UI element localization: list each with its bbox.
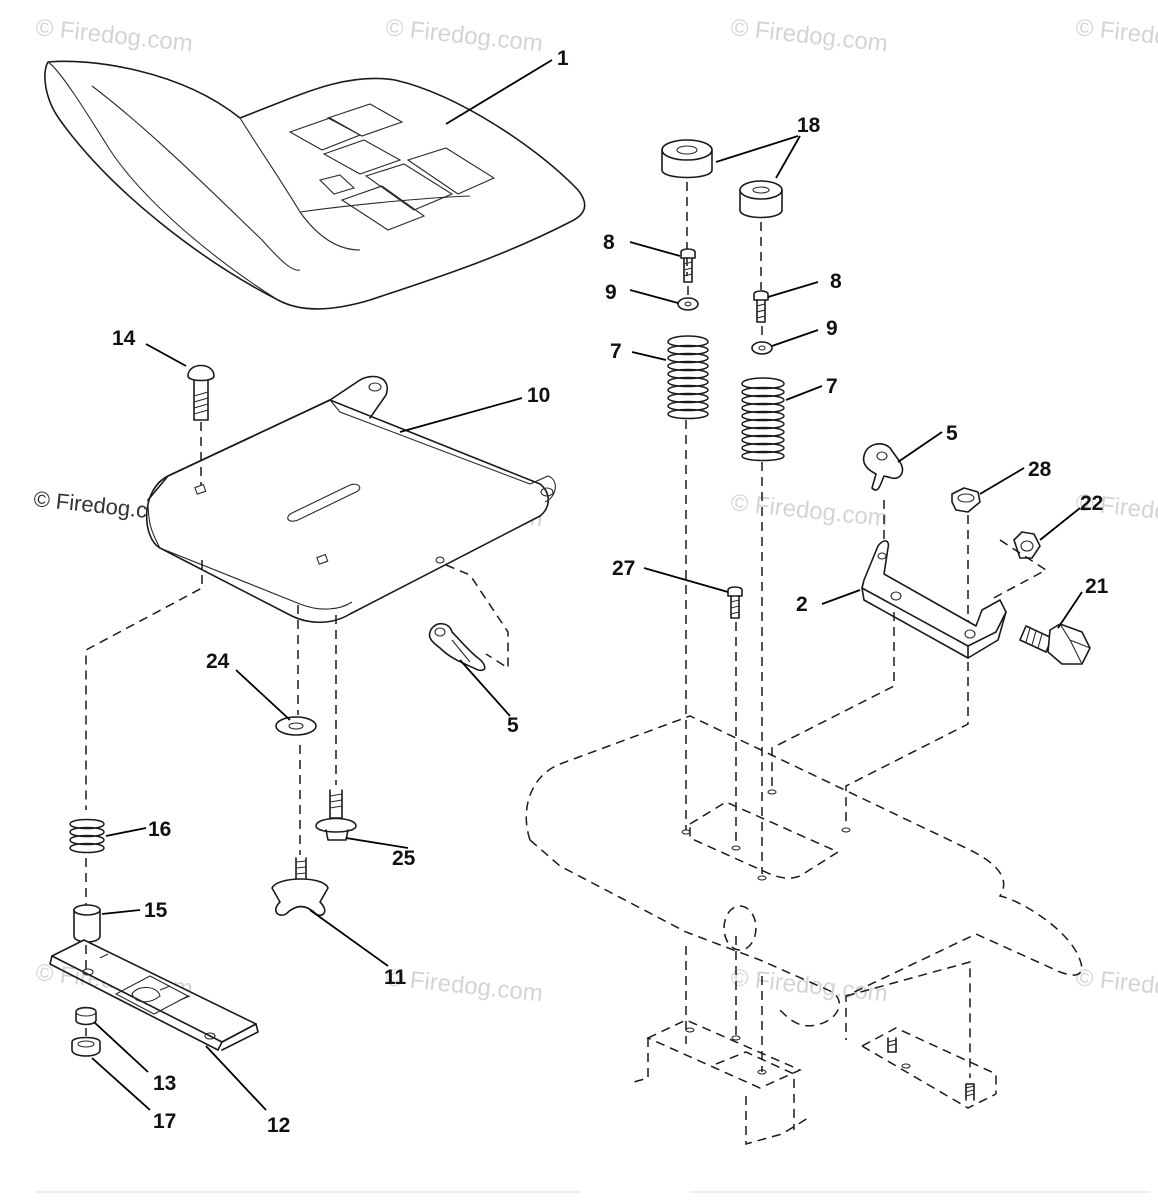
coil-spring-right bbox=[741, 377, 785, 462]
leader-line bbox=[345, 837, 409, 849]
callout-13: 13 bbox=[153, 1072, 176, 1095]
leader-line bbox=[775, 135, 801, 179]
watermark: © Firedog.com bbox=[729, 489, 889, 532]
watermark: © Firedog.com bbox=[384, 14, 544, 57]
callout-28: 28 bbox=[1028, 458, 1052, 481]
leader-line bbox=[93, 1021, 149, 1073]
leader-line bbox=[309, 909, 389, 967]
callout-12: 12 bbox=[267, 1114, 290, 1137]
callout-5-right: 5 bbox=[946, 422, 958, 445]
adjustment-knob bbox=[271, 857, 329, 917]
leader-line bbox=[1039, 507, 1081, 541]
leader-line bbox=[101, 909, 141, 915]
leader-line bbox=[1057, 591, 1083, 629]
flat-washer bbox=[275, 716, 317, 736]
leader-line bbox=[629, 289, 679, 304]
seat bbox=[44, 60, 586, 310]
washer-9-left bbox=[677, 297, 699, 311]
callout-14: 14 bbox=[112, 327, 136, 350]
callout-8-right: 8 bbox=[830, 270, 842, 293]
rubber-bumper-left bbox=[661, 139, 713, 179]
rubber-bumper-right bbox=[739, 180, 783, 219]
callout-9-left: 9 bbox=[605, 281, 617, 304]
watermark: © Firedog.com bbox=[729, 964, 889, 1007]
leader-line bbox=[785, 385, 823, 401]
lock-nut-28 bbox=[951, 487, 981, 513]
shoulder-bolt bbox=[315, 789, 357, 841]
nut-17 bbox=[71, 1036, 101, 1057]
callout-9-right: 9 bbox=[826, 317, 838, 340]
coil-spring-left bbox=[667, 335, 709, 420]
leader-line bbox=[145, 343, 187, 367]
spring-clip-left bbox=[428, 622, 486, 672]
nut-13 bbox=[75, 1006, 97, 1026]
hex-bolt-21 bbox=[1019, 623, 1091, 665]
callout-2: 2 bbox=[796, 593, 808, 616]
tractor-frame-phantom bbox=[525, 715, 1083, 1145]
leader-line bbox=[459, 659, 511, 717]
leader-line bbox=[105, 827, 147, 837]
callout-25: 25 bbox=[392, 847, 416, 870]
bolt-8-left bbox=[680, 248, 696, 283]
callout-7-left: 7 bbox=[610, 340, 622, 363]
callout-24: 24 bbox=[206, 650, 230, 673]
callout-5-left: 5 bbox=[507, 714, 519, 737]
callout-8-left: 8 bbox=[603, 231, 615, 254]
callout-27: 27 bbox=[612, 557, 635, 580]
leader-line bbox=[399, 397, 523, 433]
leader-line bbox=[445, 59, 553, 125]
bolt-8-right bbox=[753, 290, 769, 323]
carriage-bolt bbox=[187, 364, 215, 421]
leader-line bbox=[771, 329, 819, 347]
latch-clip-right bbox=[862, 443, 904, 491]
leader-line bbox=[821, 589, 861, 605]
callout-21: 21 bbox=[1085, 575, 1109, 598]
leader-line bbox=[767, 281, 819, 298]
leader-line bbox=[979, 467, 1025, 495]
watermark: © Firedog.com bbox=[1074, 964, 1158, 1007]
spacer-tube bbox=[73, 904, 101, 943]
watermark: © Firedog.com bbox=[34, 14, 194, 57]
nut-22 bbox=[1013, 531, 1041, 559]
callout-1: 1 bbox=[557, 47, 569, 70]
slide-plate bbox=[49, 939, 259, 1051]
watermark: © Firedog.com bbox=[384, 964, 544, 1007]
callout-7-right: 7 bbox=[826, 375, 838, 398]
leader-line bbox=[715, 135, 799, 163]
leader-line bbox=[235, 669, 291, 721]
callout-11: 11 bbox=[384, 966, 407, 989]
leader-line bbox=[91, 1057, 151, 1111]
callout-16: 16 bbox=[148, 818, 171, 841]
leader-line bbox=[897, 431, 943, 463]
callout-17: 17 bbox=[153, 1110, 176, 1133]
leader-line bbox=[631, 351, 667, 361]
callout-15: 15 bbox=[144, 899, 168, 922]
leader-line bbox=[643, 567, 729, 593]
leader-line bbox=[205, 1045, 267, 1111]
washer-9-right bbox=[751, 341, 773, 355]
callout-22: 22 bbox=[1080, 492, 1103, 515]
callout-18: 18 bbox=[797, 114, 821, 137]
pivot-bracket bbox=[861, 540, 1007, 659]
coil-spring-small bbox=[69, 818, 105, 854]
leader-line bbox=[629, 241, 681, 257]
callout-10: 10 bbox=[527, 384, 550, 407]
seat-pan bbox=[145, 375, 556, 624]
bolt-27 bbox=[727, 586, 743, 619]
watermark: © Firedog.com bbox=[1074, 14, 1158, 57]
watermark: © Firedog.com bbox=[729, 14, 889, 57]
